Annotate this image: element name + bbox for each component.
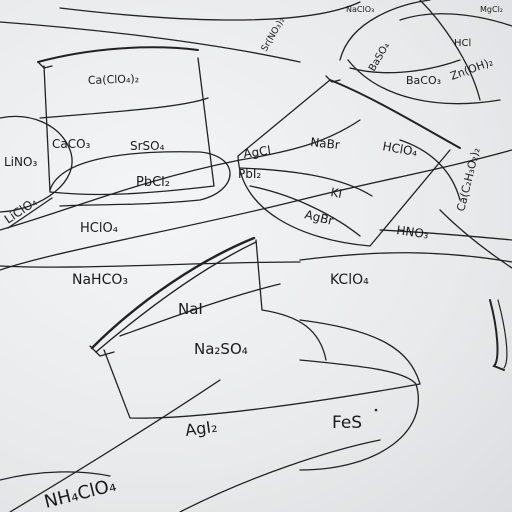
label-hclo4-right: HClO₄ [381, 139, 418, 159]
diagonal-lower [179, 439, 381, 512]
dot-mark [374, 408, 378, 412]
diagonal-bottom-left [0, 471, 111, 481]
arc-right [439, 209, 512, 269]
region-hcl [399, 13, 512, 27]
label-srso4: SrSO₄ [130, 139, 165, 153]
label-ca-c2h3o2-2: Ca(C₂H₃O₂)₂ [454, 146, 482, 212]
diagonal-nh4clo4 [9, 379, 221, 512]
band-liclo4-diag [7, 197, 53, 229]
band-hclo4-left [0, 149, 512, 271]
label-naclo3: NaClO₃ [346, 5, 374, 14]
region-ki [239, 167, 373, 197]
label-pbcl2: PbCl₂ [136, 175, 170, 190]
label-nabr: NaBr [310, 135, 341, 152]
band-kclo4 [299, 252, 512, 263]
label-sr-no3-2: Sr(NO₃)₂ [260, 16, 288, 54]
label-baso4: BaSO₄ [367, 41, 392, 74]
label-hno3: HNO₃ [396, 223, 430, 241]
region-agbr [249, 185, 361, 237]
region-nai [119, 283, 281, 337]
beaker-right-rim [329, 79, 461, 149]
label-agbr: AgBr [303, 207, 335, 228]
beaker-left-rim [37, 46, 199, 63]
beaker-mid-rim2 [95, 241, 257, 353]
label-fes: FeS [332, 413, 362, 433]
region-srso4 [39, 97, 209, 119]
band-liclo4-top [0, 119, 361, 231]
label-kclo4: KClO₄ [330, 272, 369, 288]
label-baco3: BaCO₃ [406, 74, 441, 87]
beaker-mid-lip [89, 345, 115, 357]
label-agi2: AgI₂ [184, 417, 219, 440]
label-ca-clo4: Ca(ClO₄)₂ [88, 72, 140, 87]
label-caco3: CaCO₃ [52, 137, 91, 151]
beaker-left-body [43, 57, 215, 196]
region-pbcl2 [49, 151, 231, 207]
label-na2so4: Na₂SO₄ [194, 340, 248, 358]
arc-hno3 [379, 229, 512, 241]
region-znoh2 [419, 0, 481, 101]
label-ki: KI [329, 185, 343, 201]
label-agcl: AgCl [242, 143, 271, 161]
region-hclo4-right [399, 139, 461, 201]
label-nahco3: NaHCO₃ [72, 272, 128, 288]
band-nahco3 [0, 261, 301, 268]
label-zn-oh-2: Zn(OH)₂ [449, 55, 495, 82]
beaker-edge [489, 299, 505, 371]
label-lino3: LiNO₃ [4, 155, 37, 169]
beaker-edge2 [497, 299, 508, 369]
region-baso4 [339, 0, 431, 61]
beaker-right-body [237, 79, 451, 247]
label-hcl: HCl [454, 38, 471, 49]
region-top-curve [349, 59, 461, 74]
label-pbi2: PbI₂ [238, 167, 261, 181]
curve-upper-band [59, 1, 361, 21]
label-mgcl2-top: MgCl₂ [480, 5, 503, 14]
beaker-mid-rim [90, 236, 256, 350]
loop-fes [299, 359, 419, 471]
label-nai: NaI [178, 300, 203, 318]
region-baco3 [347, 59, 501, 105]
beaker-mid-body [103, 319, 421, 419]
label-nh4clo4: NH₄ClO₄ [42, 475, 118, 512]
beaker-mid-right [255, 239, 327, 361]
loop-lino3 [0, 115, 73, 213]
beaker-right-lip [325, 75, 341, 83]
label-hclo4-left: HClO₄ [80, 221, 118, 236]
beaker-left-lip [37, 61, 53, 69]
curve-top-left [0, 21, 301, 63]
